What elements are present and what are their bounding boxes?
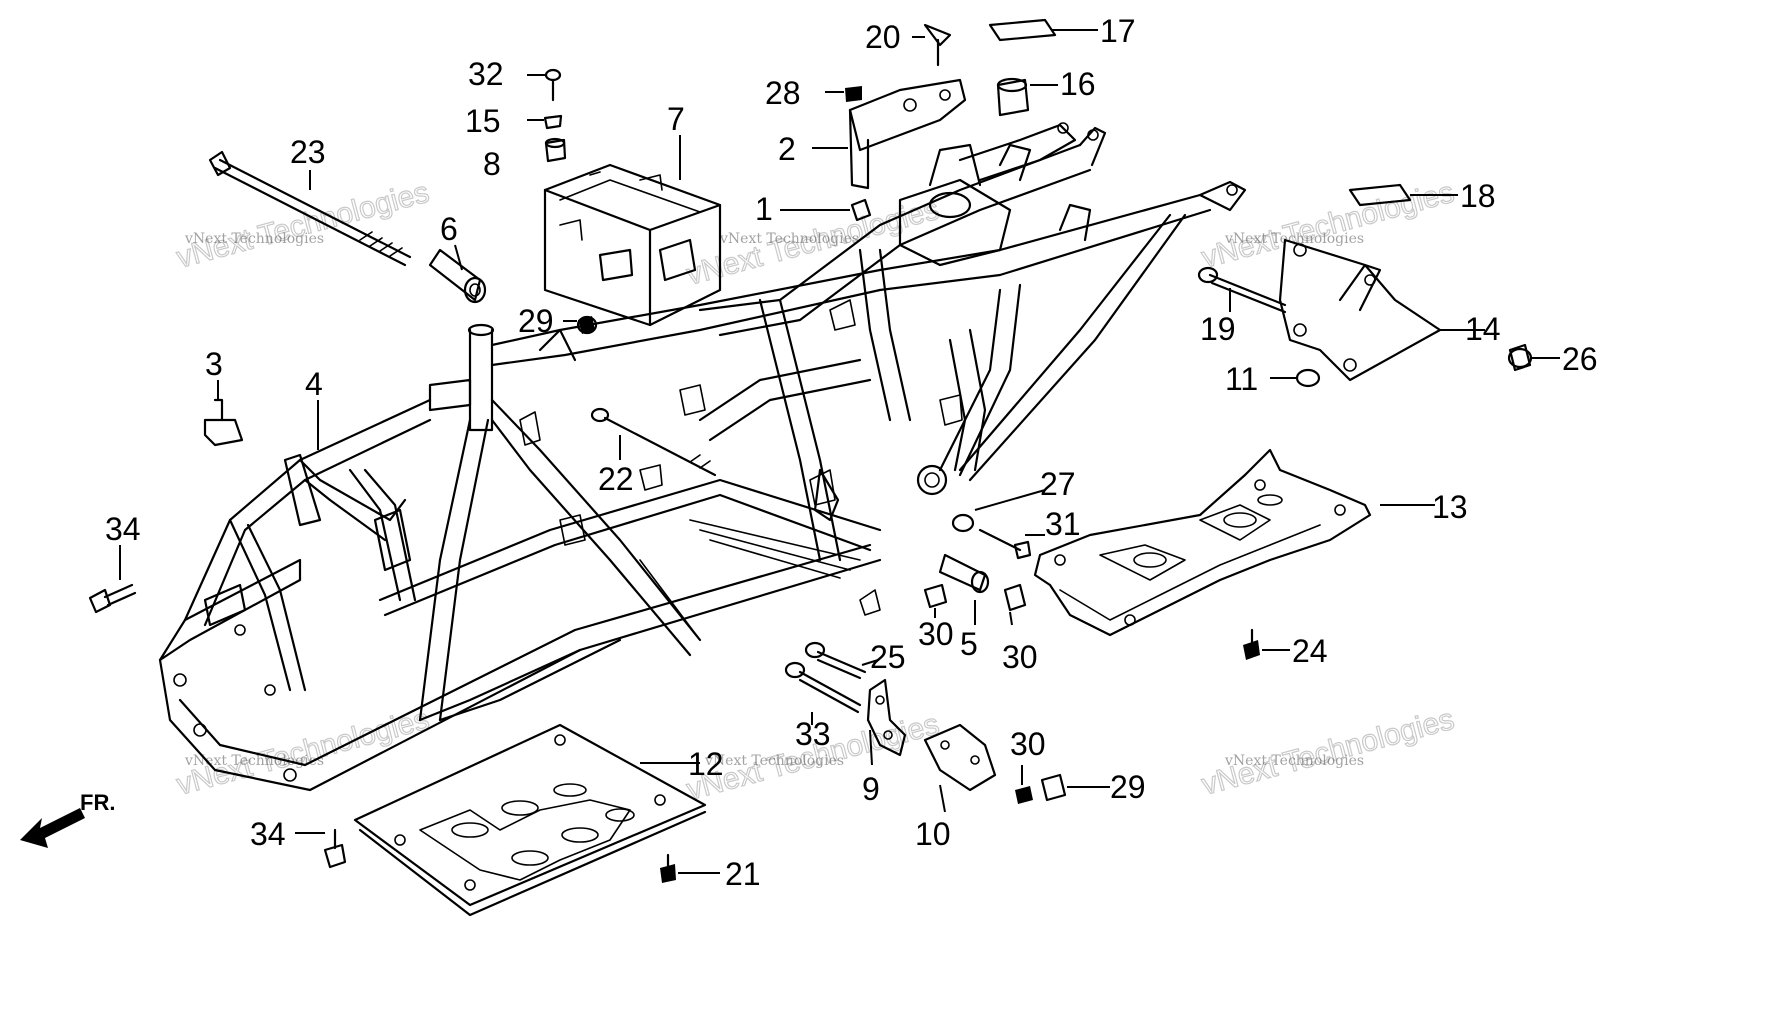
battery-box xyxy=(543,163,722,327)
callout-5: 5 xyxy=(960,626,978,662)
callout-33: 33 xyxy=(795,716,831,752)
front-direction-arrow: FR. xyxy=(20,790,115,848)
front-label: FR. xyxy=(80,790,115,815)
bracket-2 xyxy=(848,78,967,190)
callout-16: 16 xyxy=(1060,66,1096,102)
leader-lines xyxy=(119,29,1560,874)
callout-4: 4 xyxy=(305,366,323,402)
bolt-25 xyxy=(804,641,867,680)
bolt-31 xyxy=(978,528,1032,560)
bolt-22 xyxy=(590,407,717,477)
callout-17: 17 xyxy=(1100,13,1136,49)
callout-6: 6 xyxy=(440,211,458,247)
bolt-20 xyxy=(923,23,952,67)
bolt-24 xyxy=(1243,628,1260,660)
callout-31: 31 xyxy=(1045,506,1081,542)
bolt-34-lower xyxy=(323,828,347,869)
main-frame xyxy=(158,122,1247,792)
callout-23: 23 xyxy=(290,134,326,170)
nut-1 xyxy=(850,198,872,222)
callout-22: 22 xyxy=(598,461,634,497)
watermark-small: vNext Technologies xyxy=(1224,753,1364,769)
bolt-21 xyxy=(660,853,676,883)
bracket-10 xyxy=(923,723,997,792)
grommet-8 xyxy=(544,137,567,163)
callout-34-lower: 34 xyxy=(250,816,286,852)
callout-1: 1 xyxy=(755,191,773,227)
bolt-19 xyxy=(1197,266,1287,314)
front-skid-plate-12 xyxy=(353,723,707,917)
label-17 xyxy=(988,18,1057,42)
callout-29-upper: 29 xyxy=(518,303,554,339)
nut-29-upper xyxy=(576,315,598,335)
watermark-small: vNext Technologies xyxy=(184,231,324,247)
callout-13: 13 xyxy=(1432,489,1468,525)
washer-15 xyxy=(543,114,563,130)
nut-30-right xyxy=(1003,583,1027,612)
callout-34-upper: 34 xyxy=(105,511,141,547)
cushion-16 xyxy=(996,77,1030,117)
callout-32: 32 xyxy=(468,56,504,92)
callout-21: 21 xyxy=(725,856,761,892)
callout-30-left: 30 xyxy=(918,616,954,652)
callout-10: 10 xyxy=(915,816,951,852)
watermark-small: vNext Technologies xyxy=(719,231,859,247)
callout-20: 20 xyxy=(865,19,901,55)
callout-12: 12 xyxy=(688,746,724,782)
collar-6 xyxy=(428,248,487,304)
middle-skid-plate-13 xyxy=(1033,448,1372,637)
callout-24: 24 xyxy=(1292,633,1328,669)
bracket-14 xyxy=(1278,238,1442,382)
nut-29-lower xyxy=(1040,773,1067,802)
callout-19: 19 xyxy=(1200,311,1236,347)
bolt-34-upper xyxy=(88,583,137,614)
callout-11: 11 xyxy=(1225,361,1258,397)
callout-14: 14 xyxy=(1465,311,1501,347)
label-18 xyxy=(1348,183,1412,207)
watermark-small: vNext Technologies xyxy=(184,753,324,769)
callout-29-lower: 29 xyxy=(1110,769,1146,805)
callout-27: 27 xyxy=(1040,466,1076,502)
callout-labels: 1 2 3 4 5 6 7 8 9 10 11 12 13 14 15 16 1… xyxy=(105,13,1598,892)
callout-30-right: 30 xyxy=(1002,639,1038,675)
bracket-9 xyxy=(866,678,907,757)
bolt-33 xyxy=(784,661,862,714)
callout-18: 18 xyxy=(1460,178,1496,214)
watermark-small: vNext Technologies xyxy=(704,753,844,769)
cap-11 xyxy=(1295,368,1321,388)
callout-28: 28 xyxy=(765,75,801,111)
watermark-small: vNext Technologies xyxy=(1224,231,1364,247)
callout-3: 3 xyxy=(205,346,223,382)
callout-26: 26 xyxy=(1562,341,1598,377)
nut-30-lower xyxy=(1015,786,1033,804)
washer-27 xyxy=(951,513,975,533)
collar-5 xyxy=(938,553,990,594)
callout-7: 7 xyxy=(667,101,685,137)
callout-15: 15 xyxy=(465,103,501,139)
callout-2: 2 xyxy=(778,131,796,167)
long-bolt-23 xyxy=(208,150,412,267)
nut-30-left xyxy=(923,583,948,609)
callout-30-lower: 30 xyxy=(1010,726,1046,762)
callout-8: 8 xyxy=(483,146,501,182)
callout-25: 25 xyxy=(870,639,906,675)
callout-9: 9 xyxy=(862,771,880,807)
grommet-28 xyxy=(845,86,862,102)
bolt-32 xyxy=(544,68,562,102)
clip-3 xyxy=(203,398,244,447)
nut-26 xyxy=(1507,343,1533,372)
